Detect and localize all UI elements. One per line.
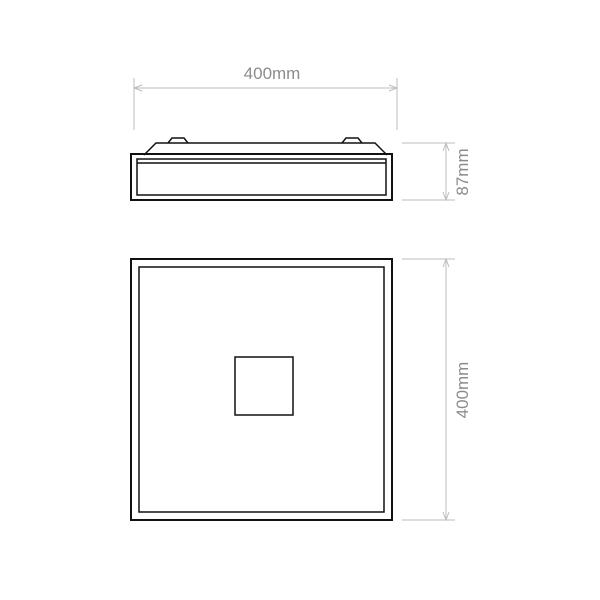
depth-dimension: 400mm	[402, 257, 472, 522]
width-label: 400mm	[244, 64, 301, 83]
top-outer-frame	[130, 258, 393, 521]
side-view	[130, 137, 393, 201]
top-view	[130, 258, 393, 521]
depth-label: 400mm	[453, 362, 472, 419]
height-label: 87mm	[453, 148, 472, 195]
width-arrow-right	[388, 84, 399, 92]
depth-arrow-top	[442, 257, 450, 268]
side-outer-frame	[130, 153, 393, 201]
mounting-tab-right	[341, 137, 363, 144]
center-square	[234, 356, 294, 416]
mounting-tab-left	[167, 137, 189, 144]
back-plate	[143, 142, 388, 156]
height-arrow-top	[442, 141, 450, 152]
width-dimension: 400mm	[132, 64, 399, 130]
width-arrow-left	[132, 84, 143, 92]
top-diffuser	[138, 266, 385, 513]
height-dimension: 87mm	[402, 141, 472, 202]
side-diffuser	[136, 158, 387, 196]
height-arrow-bottom	[442, 191, 450, 202]
depth-arrow-bottom	[442, 511, 450, 522]
